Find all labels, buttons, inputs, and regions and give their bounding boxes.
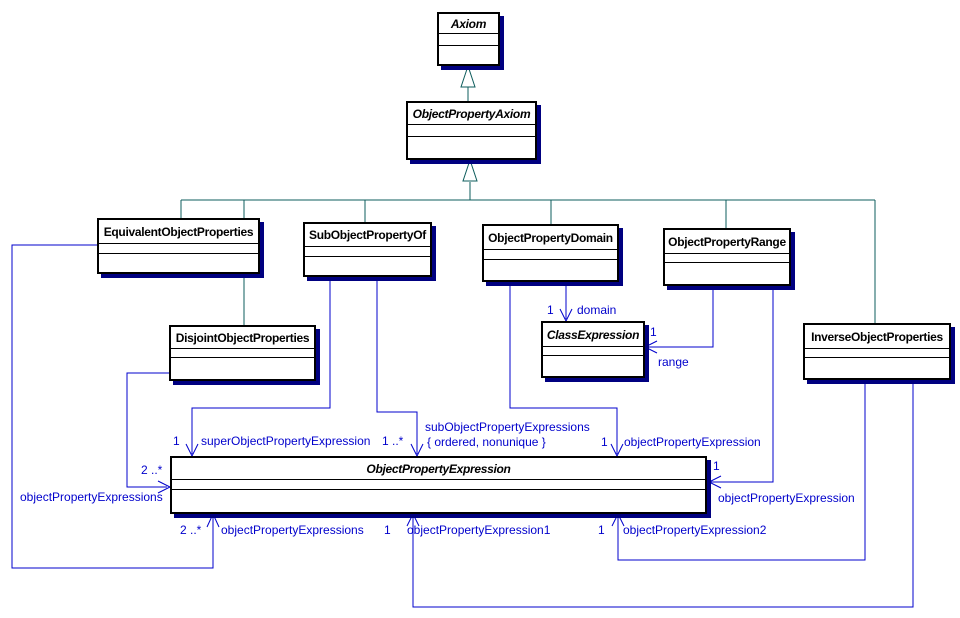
role-label: range — [658, 355, 689, 369]
multiplicity-label: 2 ..* — [180, 523, 202, 537]
operations-compartment — [172, 490, 705, 512]
role-label: objectPropertyExpression — [718, 491, 855, 505]
operations-compartment — [99, 254, 258, 272]
association-inverse-ope2 — [617, 380, 866, 561]
attributes-compartment — [172, 480, 705, 490]
attributes-compartment — [171, 349, 314, 358]
operations-compartment — [543, 356, 643, 376]
role-label: objectPropertyExpression2 — [623, 523, 767, 537]
class-box-equivalentobjectproperties: EquivalentObjectProperties — [97, 218, 260, 274]
association-inverse-ope1 — [412, 380, 914, 608]
association-equivalent-ope — [11, 244, 214, 569]
operations-compartment — [665, 263, 789, 284]
association-lines — [11, 244, 914, 608]
class-box-inverseobjectproperties: InverseObjectProperties — [803, 323, 951, 380]
class-name: Axiom — [439, 14, 498, 34]
multiplicity-label: 2 ..* — [141, 463, 163, 477]
arrowhead-up-icon — [611, 512, 625, 527]
role-label: objectPropertyExpressions — [20, 490, 163, 504]
generalization-triangle-icon — [462, 158, 478, 182]
role-label: objectPropertyExpression — [624, 435, 761, 449]
attributes-compartment — [665, 254, 789, 263]
multiplicity-label: 1 — [601, 435, 608, 449]
association-disjoint-ope — [126, 372, 169, 488]
class-name: ObjectPropertyRange — [665, 230, 789, 254]
constraint-label: { ordered, nonunique } — [427, 435, 546, 449]
association-range-classexpression — [647, 286, 714, 348]
multiplicity-label: 1 — [173, 434, 180, 448]
class-name: ObjectPropertyAxiom — [408, 103, 535, 125]
multiplicity-label: 1 — [650, 325, 657, 339]
operations-compartment — [305, 257, 430, 275]
operations-compartment — [171, 358, 314, 379]
association-range-ope — [709, 286, 774, 483]
generalization-triangles — [460, 64, 478, 182]
class-box-disjointobjectproperties: DisjointObjectProperties — [169, 325, 316, 381]
arrowhead-left-icon — [707, 475, 722, 489]
generalization-triangle-icon — [460, 64, 476, 88]
class-box-objectpropertydomain: ObjectPropertyDomain — [482, 224, 619, 282]
attributes-compartment — [408, 125, 535, 137]
arrowhead-left-icon — [643, 340, 658, 354]
role-label: objectPropertyExpressions — [221, 523, 364, 537]
class-name: ClassExpression — [543, 323, 643, 347]
operations-compartment — [408, 137, 535, 158]
class-box-subobjectpropertyof: SubObjectPropertyOf — [303, 222, 432, 277]
operations-compartment — [805, 358, 949, 378]
role-label: domain — [577, 303, 617, 317]
multiplicity-label: 1 — [384, 523, 391, 537]
attributes-compartment — [99, 244, 258, 254]
role-label: subObjectPropertyExpressions — [425, 420, 590, 434]
multiplicity-label: 1 ..* — [382, 434, 404, 448]
role-label: superObjectPropertyExpression — [201, 434, 371, 448]
multiplicity-label: 1 — [598, 523, 605, 537]
class-box-classexpression: ClassExpression — [541, 321, 645, 378]
arrowhead-up-icon — [406, 512, 420, 527]
class-name: SubObjectPropertyOf — [305, 224, 430, 247]
multiplicity-label: 1 — [547, 303, 554, 317]
class-name: ObjectPropertyDomain — [484, 226, 617, 250]
class-box-axiom: Axiom — [437, 12, 500, 66]
class-box-objectpropertyaxiom: ObjectPropertyAxiom — [406, 101, 537, 160]
association-super-ope — [191, 277, 331, 454]
class-name: DisjointObjectProperties — [171, 327, 314, 349]
association-domain-ope — [509, 282, 618, 454]
attributes-compartment — [439, 34, 498, 46]
attributes-compartment — [543, 347, 643, 356]
operations-compartment — [484, 260, 617, 280]
arrowhead-up-icon — [206, 512, 220, 528]
multiplicity-label: 1 — [713, 459, 720, 473]
class-name: ObjectPropertyExpression — [172, 458, 705, 480]
association-sub-ope — [376, 277, 418, 454]
class-name: InverseObjectProperties — [805, 325, 949, 349]
class-box-objectpropertyrange: ObjectPropertyRange — [663, 228, 791, 286]
attributes-compartment — [484, 250, 617, 260]
role-label: objectPropertyExpression1 — [407, 523, 551, 537]
class-name: EquivalentObjectProperties — [99, 220, 258, 244]
operations-compartment — [439, 46, 498, 64]
attributes-compartment — [805, 349, 949, 358]
attributes-compartment — [305, 247, 430, 257]
class-box-objectpropertyexpression: ObjectPropertyExpression — [170, 456, 707, 514]
